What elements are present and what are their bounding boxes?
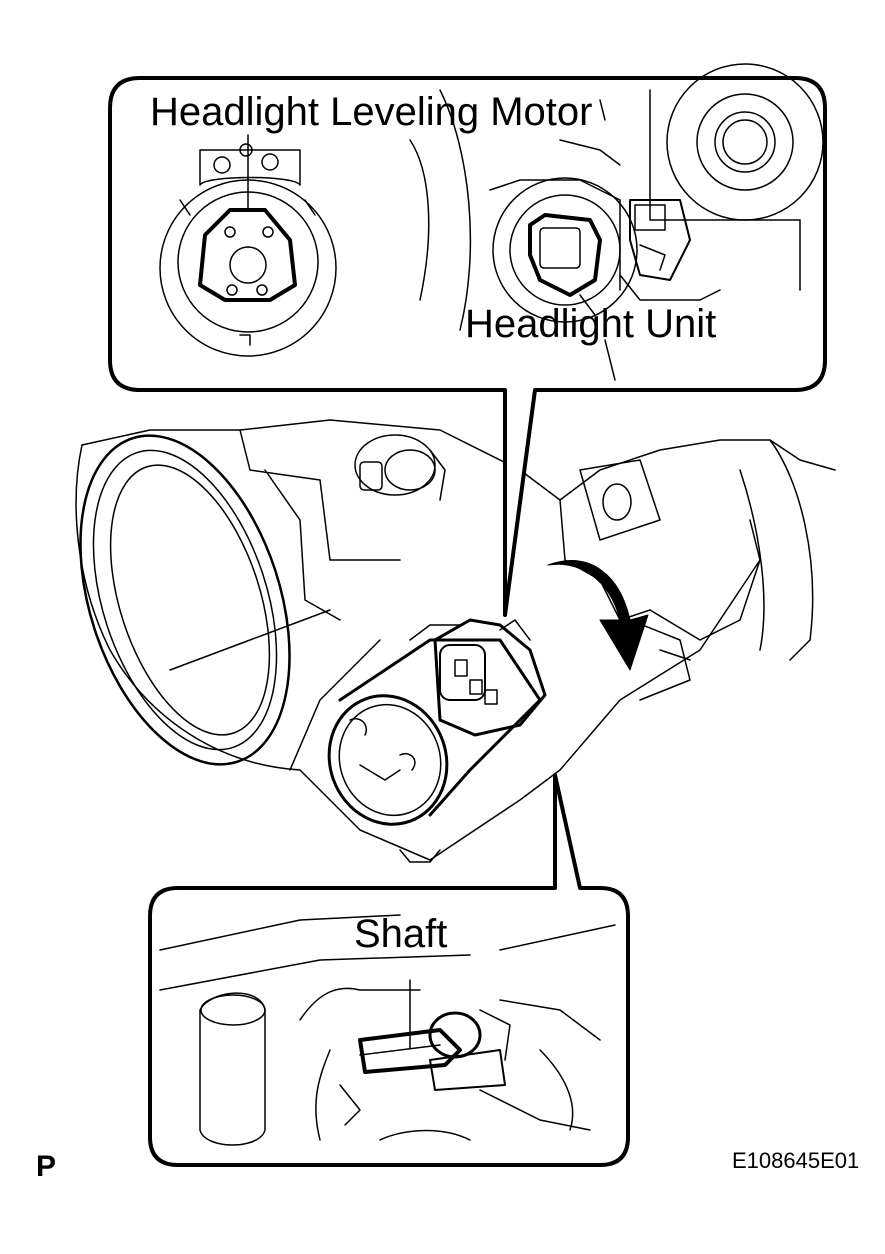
figure-code: E108645E01 <box>732 1148 860 1173</box>
headlight-leveling-motor-label: Headlight Leveling Motor <box>150 90 593 134</box>
headlight-unit-label: Headlight Unit <box>465 302 717 346</box>
shaft-detail <box>160 915 615 1145</box>
leveling-motor-part <box>311 620 545 841</box>
top-callout-box <box>110 64 825 615</box>
shaft-label: Shaft <box>354 912 448 956</box>
main-headlight-assembly <box>42 409 835 862</box>
headlight-unit-detail <box>410 64 823 380</box>
curved-arrow-icon <box>548 561 648 670</box>
page-marker: P <box>36 1150 57 1183</box>
motor-socket-detail <box>160 135 336 356</box>
bottom-callout-box <box>150 775 628 1165</box>
